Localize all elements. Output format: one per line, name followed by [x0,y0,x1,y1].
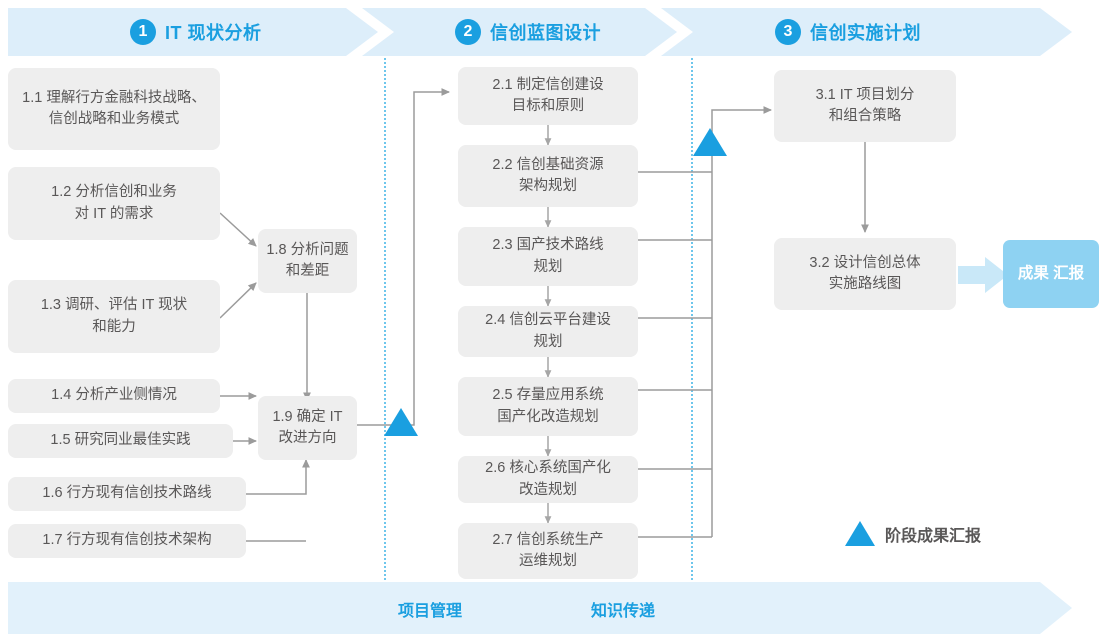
phase-header-3[interactable]: 3 信创实施计划 [775,8,921,56]
result-arrow [958,257,1008,293]
task-box-1-8[interactable]: 1.8 分析问题 和差距 [258,229,357,293]
phase-number-2: 2 [455,19,481,45]
task-box-3-1[interactable]: 3.1 IT 项目划分 和组合策略 [774,70,956,142]
task-box-2-7[interactable]: 2.7 信创系统生产 运维规划 [458,523,638,579]
task-1-2-line1: 1.2 分析信创和业务 [51,184,177,201]
task-2-2-line2: 架构规划 [519,178,577,194]
task-2-3-line2: 规划 [533,258,563,275]
milestone-triangle-phase2[interactable] [693,128,727,156]
phase-title-2: 信创蓝图设计 [490,23,601,43]
task-box-2-2[interactable]: 2.2 信创基础资源 架构规划 [458,145,638,207]
task-1-7-label: 1.7 行方现有信创技术架构 [42,532,212,549]
result-report-box[interactable]: 成果 汇报 [1003,240,1099,308]
task-box-2-4[interactable]: 2.4 信创云平台建设 规划 [458,306,638,357]
result-line2: 汇报 [1053,264,1085,282]
phase-number-1: 1 [130,19,156,45]
task-box-1-6[interactable]: 1.6 行方现有信创技术路线 [8,477,246,511]
triangle-up-icon [845,521,875,546]
task-2-6-line2: 改造规划 [519,481,577,498]
task-box-1-5[interactable]: 1.5 研究同业最佳实践 [8,424,233,458]
task-box-1-2[interactable]: 1.2 分析信创和业务 对 IT 的需求 [8,167,220,240]
task-2-5-line2: 国产化改造规划 [497,408,599,425]
task-1-4-label: 1.4 分析产业侧情况 [51,387,177,404]
task-1-1-line1: 1.1 理解行方金融科技战略、 [22,89,206,106]
task-1-9-line1: 1.9 确定 IT [272,408,343,425]
task-3-1-line2: 和组合策略 [828,108,902,124]
task-box-2-3[interactable]: 2.3 国产技术路线 规划 [458,227,638,286]
task-box-3-2[interactable]: 3.2 设计信创总体 实施路线图 [774,238,956,310]
legend-label: 阶段成果汇报 [885,527,982,545]
task-1-6-label: 1.6 行方现有信创技术路线 [42,485,212,502]
task-1-3-line2: 和能力 [92,318,136,335]
task-box-1-9[interactable]: 1.9 确定 IT 改进方向 [258,396,357,460]
task-1-1-line2: 信创战略和业务模式 [48,111,180,127]
task-2-5-line1: 2.5 存量应用系统 [492,387,604,404]
phase-title-3: 信创实施计划 [810,23,921,43]
result-line1: 成果 [1017,264,1049,282]
task-1-8-line2: 和差距 [285,263,330,279]
task-box-2-1[interactable]: 2.1 制定信创建设 目标和原则 [458,67,638,125]
task-2-7-line2: 运维规划 [519,553,577,569]
phase-number-3: 3 [775,19,801,45]
task-2-4-line2: 规划 [533,333,563,350]
task-2-6-line1: 2.6 核心系统国产化 [485,460,611,477]
task-box-2-6[interactable]: 2.6 核心系统国产化 改造规划 [458,456,638,503]
legend: 阶段成果汇报 [845,521,981,546]
task-3-2-line2: 实施路线图 [828,276,902,292]
task-2-7-line1: 2.7 信创系统生产 [492,531,604,548]
phase-title-1: IT 现状分析 [165,23,262,43]
task-1-2-line2: 对 IT 的需求 [74,205,154,222]
task-1-5-label: 1.5 研究同业最佳实践 [50,432,191,449]
task-1-9-line2: 改进方向 [278,430,337,446]
task-2-2-line1: 2.2 信创基础资源 [492,156,604,173]
task-box-1-7[interactable]: 1.7 行方现有信创技术架构 [8,524,246,558]
task-box-1-3[interactable]: 1.3 调研、评估 IT 现状 和能力 [8,280,220,353]
task-box-1-4[interactable]: 1.4 分析产业侧情况 [8,379,220,413]
task-1-8-line1: 1.8 分析问题 [266,241,349,258]
bottom-label-knowledge-transfer[interactable]: 知识传递 [591,603,656,620]
task-3-1-line1: 3.1 IT 项目划分 [815,86,915,103]
task-2-3-line1: 2.3 国产技术路线 [492,237,604,254]
task-2-4-line1: 2.4 信创云平台建设 [485,312,611,329]
task-box-2-5[interactable]: 2.5 存量应用系统 国产化改造规划 [458,377,638,436]
task-box-1-1[interactable]: 1.1 理解行方金融科技战略、 信创战略和业务模式 [8,68,220,150]
milestone-triangle-phase1[interactable] [384,408,418,436]
task-1-3-line1: 1.3 调研、评估 IT 现状 [40,297,188,314]
task-3-2-line1: 3.2 设计信创总体 [809,254,921,271]
phase-header-1[interactable]: 1 IT 现状分析 [130,8,262,56]
phase-header-2[interactable]: 2 信创蓝图设计 [455,8,601,56]
task-2-1-line2: 目标和原则 [511,98,585,114]
task-2-1-line1: 2.1 制定信创建设 [492,76,604,93]
bottom-label-project-management[interactable]: 项目管理 [398,603,463,620]
